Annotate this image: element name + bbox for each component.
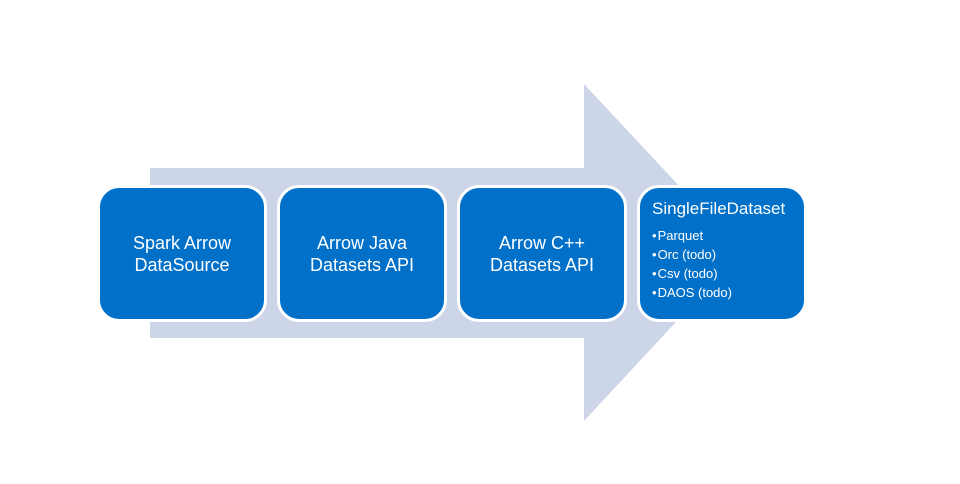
step-label-line: Arrow Java xyxy=(316,232,408,253)
step-single-file-dataset: SingleFileDataset Parquet Orc (todo) Csv… xyxy=(637,185,807,322)
format-list-item: Csv (todo) xyxy=(652,264,794,283)
step-label-line: Datasets API xyxy=(489,254,595,275)
format-list-item: Parquet xyxy=(652,226,794,245)
step-label: Arrow C++ Datasets API xyxy=(490,232,594,276)
step-label-line: Arrow C++ xyxy=(498,232,586,253)
format-list: Parquet Orc (todo) Csv (todo) DAOS (todo… xyxy=(652,226,794,302)
step-arrow-java-datasets-api: Arrow Java Datasets API xyxy=(277,185,447,322)
step-label-line: Datasets API xyxy=(309,254,415,275)
step-label-line: DataSource xyxy=(134,254,230,275)
step-label: Spark Arrow DataSource xyxy=(133,232,231,276)
step-label: Arrow Java Datasets API xyxy=(310,232,414,276)
step-label-line: Spark Arrow xyxy=(132,232,232,253)
step-spark-arrow-datasource: Spark Arrow DataSource xyxy=(97,185,267,322)
format-list-item: Orc (todo) xyxy=(652,245,794,264)
step-title: SingleFileDataset xyxy=(652,199,786,218)
step-arrow-cpp-datasets-api: Arrow C++ Datasets API xyxy=(457,185,627,322)
format-list-item: DAOS (todo) xyxy=(652,283,794,302)
